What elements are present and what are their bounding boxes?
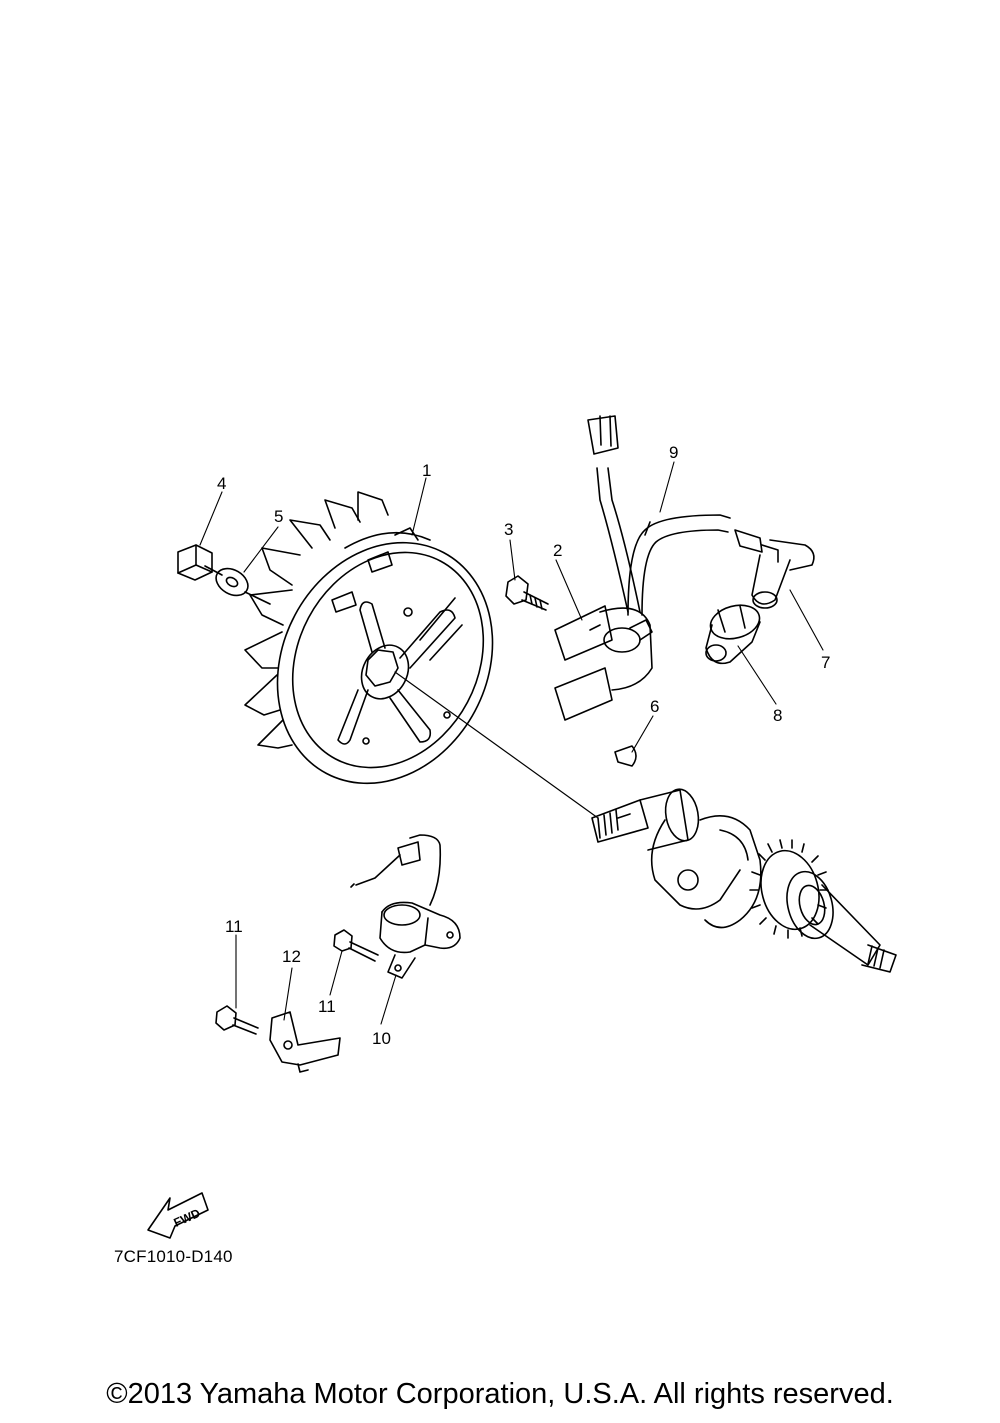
flange-nut bbox=[177, 544, 213, 581]
washer bbox=[215, 567, 249, 597]
bolt-11-upper bbox=[333, 929, 379, 962]
callout-11-b: 11 bbox=[318, 997, 336, 1016]
ignition-coil bbox=[554, 415, 653, 721]
callout-9: 9 bbox=[669, 443, 678, 462]
callout-5: 5 bbox=[274, 507, 283, 526]
callout-8: 8 bbox=[773, 706, 782, 725]
crankshaft bbox=[591, 788, 897, 973]
bolt-11-lower bbox=[215, 1005, 259, 1035]
flywheel bbox=[244, 491, 494, 785]
callout-2: 2 bbox=[553, 541, 562, 560]
callout-4: 4 bbox=[217, 474, 226, 493]
high-tension-cord bbox=[627, 514, 763, 616]
drawing-code: 7CF1010-D140 bbox=[114, 1247, 233, 1266]
callout-3: 3 bbox=[504, 520, 513, 539]
callout-10: 10 bbox=[372, 1029, 391, 1048]
pulser-coil bbox=[350, 834, 461, 979]
callout-1: 1 bbox=[422, 461, 431, 480]
bracket bbox=[269, 1011, 341, 1073]
plug-cover bbox=[705, 604, 761, 665]
bolt bbox=[505, 575, 549, 611]
callout-12: 12 bbox=[282, 947, 301, 966]
callout-11-a: 11 bbox=[225, 917, 243, 936]
fwd-arrow bbox=[147, 1192, 209, 1239]
callout-6: 6 bbox=[650, 697, 659, 716]
copyright-notice: ©2013 Yamaha Motor Corporation, U.S.A. A… bbox=[106, 1378, 894, 1410]
spark-plug-cap bbox=[751, 539, 815, 609]
fwd-label: FWD bbox=[172, 1206, 203, 1230]
woodruff-key bbox=[614, 745, 637, 767]
callout-7: 7 bbox=[821, 653, 830, 672]
